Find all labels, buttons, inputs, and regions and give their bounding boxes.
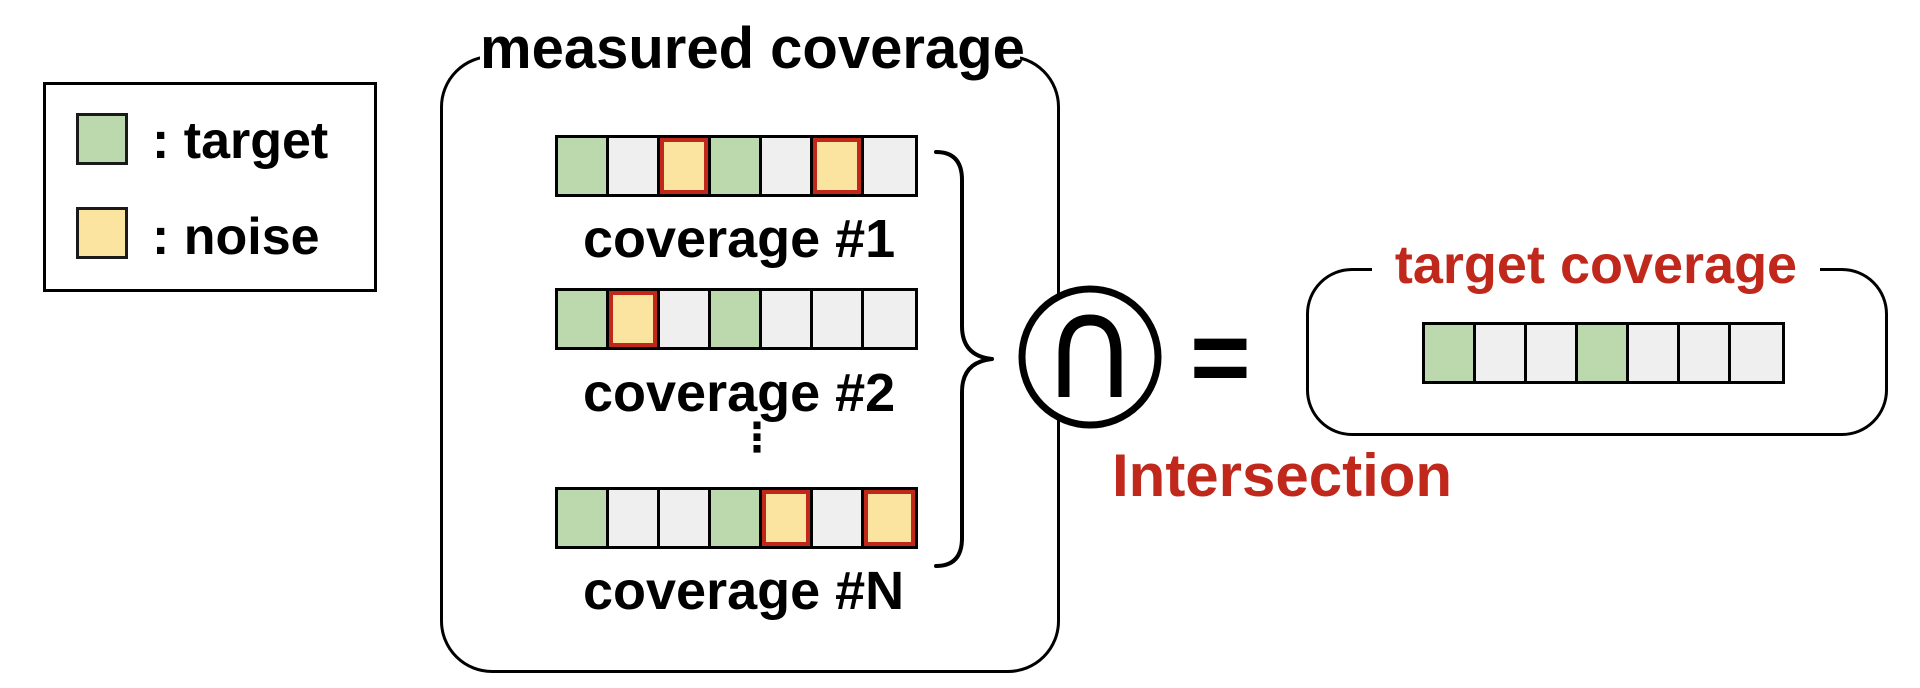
coverage-2-cell-2-noise <box>609 291 660 347</box>
legend-target-label: : target <box>152 112 329 170</box>
target-cell-4-target <box>1578 325 1629 381</box>
coverage-1-cell-6-noise <box>813 138 864 194</box>
coverage-1-cell-3-noise <box>660 138 711 194</box>
coverage-1-cell-7-empty <box>864 138 915 194</box>
coverage-3-cell-1-target <box>558 490 609 546</box>
coverage-3-cell-3-empty <box>660 490 711 546</box>
coverage-2-cell-7-empty <box>864 291 915 347</box>
coverage-2-cell-1-target <box>558 291 609 347</box>
target-coverage-row <box>1422 322 1785 384</box>
legend: : target : noise <box>43 82 377 292</box>
coverage-label-n: coverage #N <box>583 561 905 621</box>
coverage-1-cell-2-empty <box>609 138 660 194</box>
coverage-label-1: coverage #1 <box>583 209 896 269</box>
curly-brace <box>934 150 994 568</box>
noise-swatch <box>76 207 128 259</box>
coverage-2-cell-3-empty <box>660 291 711 347</box>
intersection-label: Intersection <box>1112 442 1453 509</box>
coverage-1-cell-1-target <box>558 138 609 194</box>
target-cell-6-empty <box>1680 325 1731 381</box>
equals-sign: = <box>1190 300 1251 416</box>
legend-noise-label: : noise <box>152 208 320 266</box>
coverage-row-2 <box>555 288 918 350</box>
coverage-3-cell-4-target <box>711 490 762 546</box>
coverage-3-cell-7-noise <box>864 490 915 546</box>
target-cell-3-empty <box>1527 325 1578 381</box>
coverage-3-cell-5-noise <box>762 490 813 546</box>
target-cell-2-empty <box>1476 325 1527 381</box>
coverage-row-n <box>555 487 918 549</box>
intersection-icon <box>1018 285 1162 429</box>
coverage-3-cell-2-empty <box>609 490 660 546</box>
target-cell-7-empty <box>1731 325 1782 381</box>
coverage-3-cell-6-empty <box>813 490 864 546</box>
coverage-2-cell-6-empty <box>813 291 864 347</box>
coverage-2-cell-5-empty <box>762 291 813 347</box>
target-cell-5-empty <box>1629 325 1680 381</box>
measured-coverage-title: measured coverage <box>480 16 1025 81</box>
ellipsis: ⋮ <box>737 416 777 460</box>
target-swatch <box>76 113 128 165</box>
coverage-1-cell-5-empty <box>762 138 813 194</box>
coverage-1-cell-4-target <box>711 138 762 194</box>
coverage-label-2: coverage #2 <box>583 363 896 423</box>
target-cell-1-target <box>1425 325 1476 381</box>
coverage-2-cell-4-target <box>711 291 762 347</box>
target-coverage-title: target coverage <box>1372 238 1820 292</box>
coverage-row-1 <box>555 135 918 197</box>
